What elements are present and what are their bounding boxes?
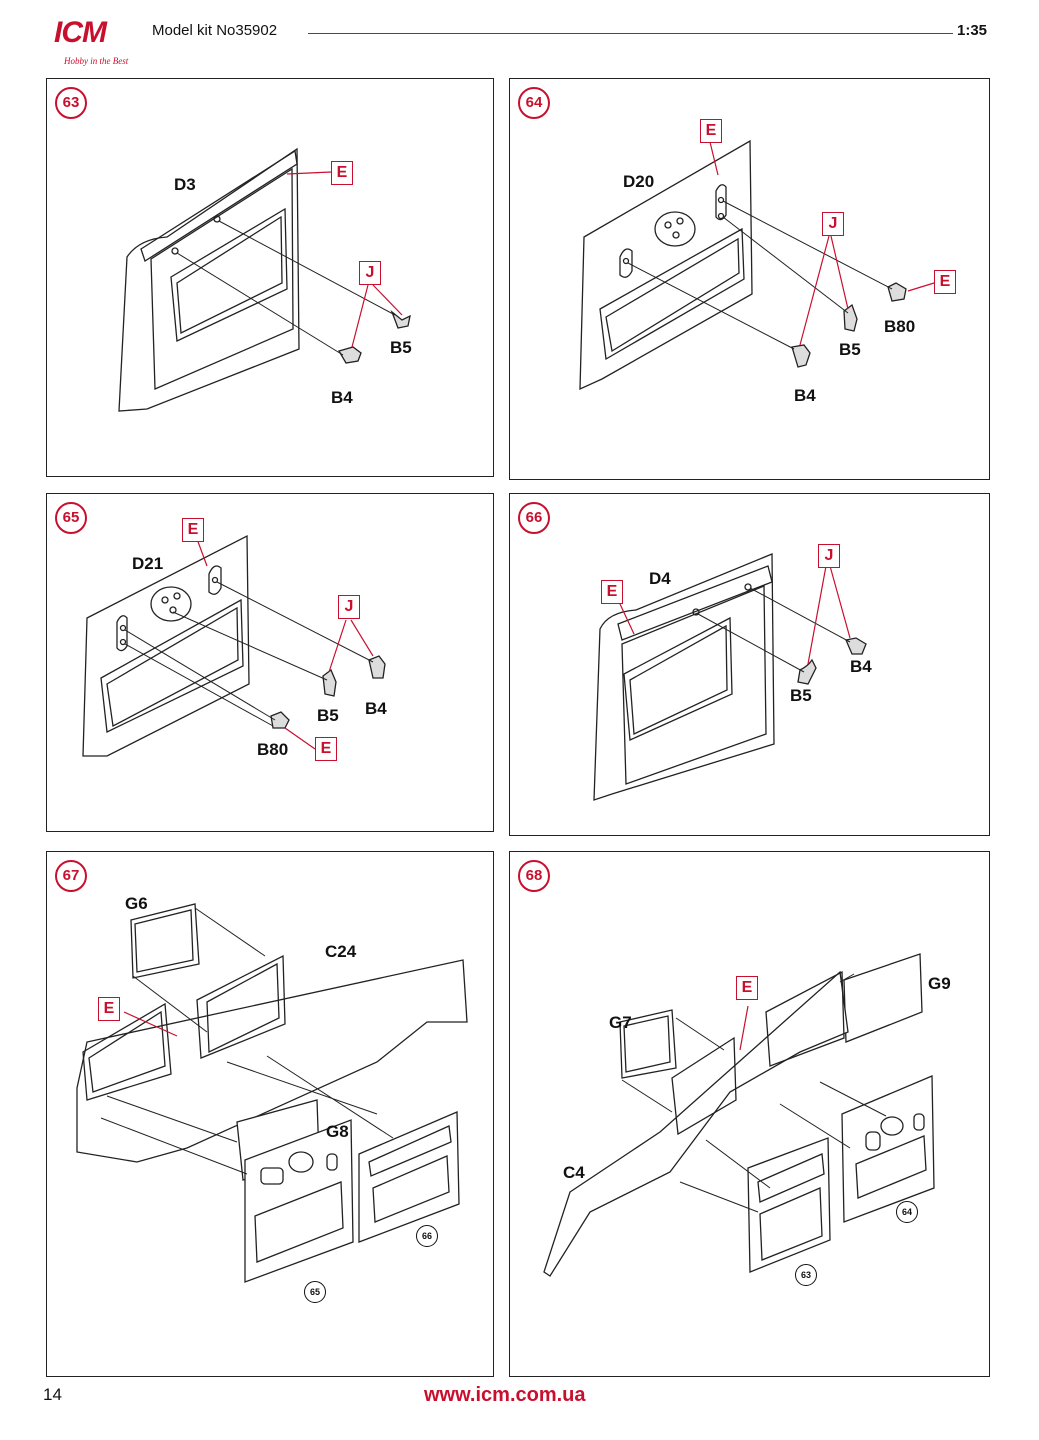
part-label-c4: C4 xyxy=(563,1163,585,1182)
part-label-b4: B4 xyxy=(794,386,816,405)
step-reference-63: 63 xyxy=(795,1264,817,1286)
part-label-b5: B5 xyxy=(839,340,861,359)
part-label-d20: D20 xyxy=(623,172,655,191)
part-label-b5: B5 xyxy=(390,338,412,357)
part-label-b5: B5 xyxy=(790,686,812,705)
paint-tag-j: J xyxy=(822,212,844,236)
step-number-badge: 66 xyxy=(518,502,550,534)
part-label-g9: G9 xyxy=(928,974,951,993)
paint-tag-e: E xyxy=(601,580,623,604)
paint-tag-e: E xyxy=(736,976,758,1000)
part-label-c24: C24 xyxy=(325,942,357,961)
model-kit-title: Model kit No35902 xyxy=(152,22,278,39)
header-rule xyxy=(308,33,953,34)
paint-tag-j: J xyxy=(818,544,840,568)
step-number-badge: 65 xyxy=(55,502,87,534)
step-number-badge: 64 xyxy=(518,87,550,119)
paint-tag-e-top: E xyxy=(182,518,204,542)
paint-tag-e: E xyxy=(98,997,120,1021)
part-label-b80: B80 xyxy=(884,317,916,336)
part-label-d3: D3 xyxy=(174,175,196,194)
step-63-drawing xyxy=(118,147,411,412)
step-65-drawing xyxy=(82,534,386,757)
part-label-b4: B4 xyxy=(850,657,872,676)
logo-slogan: Hobby in the Best xyxy=(64,56,129,66)
step-63-panel: 63 D3 E J B5 B4 xyxy=(46,78,494,477)
step-68-drawing xyxy=(543,953,935,1277)
step-67-drawing xyxy=(76,903,468,1283)
step-reference-65: 65 xyxy=(304,1281,326,1303)
step-68-panel: 68 G9 E G7 C4 64 63 xyxy=(509,851,990,1377)
step-64-drawing xyxy=(579,139,935,391)
paint-tag-e-bottom: E xyxy=(315,737,337,761)
page-header: ICM Hobby in the Best Model kit No35902 … xyxy=(0,0,1039,75)
part-label-d4: D4 xyxy=(649,569,671,588)
website-link[interactable]: www.icm.com.ua xyxy=(424,1384,586,1406)
paint-tag-e-top: E xyxy=(700,119,722,143)
paint-tag-j: J xyxy=(338,595,360,619)
step-number-badge: 67 xyxy=(55,860,87,892)
scale-label: 1:35 xyxy=(957,22,988,39)
step-67-panel: 67 G6 C24 E G8 65 66 xyxy=(46,851,494,1377)
part-label-b5: B5 xyxy=(317,706,339,725)
step-66-drawing xyxy=(593,553,867,801)
part-label-g8: G8 xyxy=(326,1122,349,1141)
paint-tag-e-right: E xyxy=(934,270,956,294)
paint-tag-j: J xyxy=(359,261,381,285)
step-reference-66: 66 xyxy=(416,1225,438,1247)
icm-logo: ICM Hobby in the Best xyxy=(40,16,135,68)
step-65-panel: 65 E D21 J B5 B4 B80 E xyxy=(46,493,494,832)
step-66-panel: 66 D4 E J B4 B5 xyxy=(509,493,990,836)
paint-tag-e: E xyxy=(331,161,353,185)
step-number-badge: 63 xyxy=(55,87,87,119)
part-label-d21: D21 xyxy=(132,554,164,573)
step-64-panel: 64 E D20 J E B80 B5 B4 xyxy=(509,78,990,480)
page-number: 14 xyxy=(43,1385,62,1404)
step-reference-64: 64 xyxy=(896,1201,918,1223)
part-label-b4: B4 xyxy=(365,699,387,718)
part-label-g6: G6 xyxy=(125,894,148,913)
part-label-b80: B80 xyxy=(257,740,289,759)
part-label-b4: B4 xyxy=(331,388,353,407)
part-label-g7: G7 xyxy=(609,1013,632,1032)
logo-text: ICM xyxy=(54,16,107,49)
step-number-badge: 68 xyxy=(518,860,550,892)
